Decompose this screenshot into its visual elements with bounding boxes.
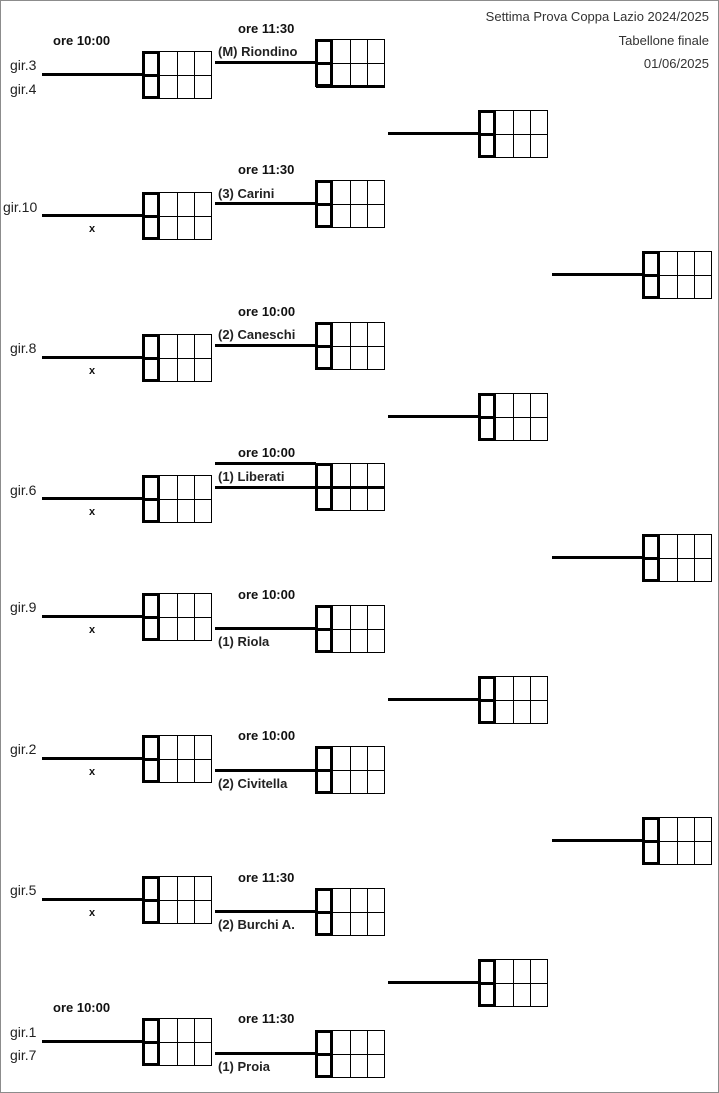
score-box bbox=[315, 39, 385, 87]
score-box bbox=[315, 746, 385, 794]
group-label: gir.9 bbox=[10, 599, 37, 615]
bye-mark: x bbox=[89, 907, 96, 919]
bracket-line bbox=[215, 344, 316, 347]
bracket-line bbox=[215, 486, 385, 489]
bye-mark: x bbox=[89, 223, 96, 235]
score-box bbox=[478, 959, 548, 1007]
bracket-line bbox=[388, 415, 479, 418]
match-time: ore 10:00 bbox=[238, 728, 296, 743]
score-box bbox=[642, 251, 712, 299]
bracket-line bbox=[552, 556, 643, 559]
bye-mark: x bbox=[89, 766, 96, 778]
bracket-line bbox=[42, 757, 143, 760]
match-time: ore 10:00 bbox=[238, 445, 296, 460]
bracket-line bbox=[388, 981, 479, 984]
score-box bbox=[315, 888, 385, 936]
match-time: ore 10:00 bbox=[238, 304, 296, 319]
bracket-line bbox=[42, 356, 143, 359]
match-time: ore 11:30 bbox=[238, 162, 295, 177]
score-box bbox=[478, 393, 548, 441]
group-label: gir.3 bbox=[10, 57, 37, 73]
bracket-line bbox=[42, 615, 143, 618]
match-time: ore 11:30 bbox=[238, 870, 295, 885]
score-box bbox=[315, 605, 385, 653]
bracket-line bbox=[552, 839, 643, 842]
bracket-line bbox=[388, 698, 479, 701]
group-label: gir.1 bbox=[10, 1024, 37, 1040]
bracket-line bbox=[215, 627, 316, 630]
score-box bbox=[142, 334, 212, 382]
seed-player: (2) Civitella bbox=[218, 776, 288, 791]
bracket-line bbox=[388, 132, 479, 135]
bracket-line bbox=[215, 462, 316, 465]
bracket-line bbox=[42, 73, 143, 76]
score-box bbox=[142, 475, 212, 523]
bracket-line bbox=[215, 910, 316, 913]
draw-subtitle: Tabellone finale bbox=[618, 33, 709, 48]
score-box bbox=[142, 876, 212, 924]
score-box bbox=[478, 110, 548, 158]
bracket-line bbox=[42, 497, 143, 500]
score-box bbox=[315, 1030, 385, 1078]
bracket-line bbox=[215, 769, 316, 772]
seed-player: (2) Caneschi bbox=[218, 327, 296, 342]
match-time: ore 10:00 bbox=[53, 33, 111, 48]
score-box bbox=[142, 735, 212, 783]
score-box bbox=[315, 463, 385, 511]
bracket-line bbox=[215, 202, 316, 205]
bracket-line bbox=[215, 61, 316, 64]
group-label: gir.6 bbox=[10, 482, 37, 498]
group-label: gir.2 bbox=[10, 741, 37, 757]
seed-player: (2) Burchi A. bbox=[218, 917, 295, 932]
group-label: gir.7 bbox=[10, 1047, 37, 1063]
seed-player: (1) Riola bbox=[218, 634, 270, 649]
seed-player: (3) Carini bbox=[218, 186, 275, 201]
tournament-title: Settima Prova Coppa Lazio 2024/2025 bbox=[485, 9, 709, 24]
score-box bbox=[142, 51, 212, 99]
seed-player: (1) Proia bbox=[218, 1059, 271, 1074]
bracket-line bbox=[552, 273, 643, 276]
score-box bbox=[315, 322, 385, 370]
seed-player: (1) Liberati bbox=[218, 469, 285, 484]
seed-player: (M) Riondino bbox=[218, 44, 298, 59]
score-box bbox=[142, 593, 212, 641]
group-label: gir.10 bbox=[3, 199, 38, 215]
bracket-line bbox=[42, 1040, 143, 1043]
score-box bbox=[142, 192, 212, 240]
score-box bbox=[478, 676, 548, 724]
bye-mark: x bbox=[89, 365, 96, 377]
bye-mark: x bbox=[89, 624, 96, 636]
score-box bbox=[315, 180, 385, 228]
match-time: ore 10:00 bbox=[53, 1000, 111, 1015]
group-label: gir.5 bbox=[10, 882, 37, 898]
match-time: ore 11:30 bbox=[238, 1011, 295, 1026]
bracket-line bbox=[42, 214, 143, 217]
group-label: gir.8 bbox=[10, 340, 37, 356]
bracket-line bbox=[42, 898, 143, 901]
score-box bbox=[642, 817, 712, 865]
match-time: ore 11:30 bbox=[238, 21, 295, 36]
bracket-line bbox=[215, 1052, 316, 1055]
bye-mark: x bbox=[89, 506, 96, 518]
group-label: gir.4 bbox=[10, 81, 37, 97]
match-time: ore 10:00 bbox=[238, 587, 296, 602]
score-box bbox=[142, 1018, 212, 1066]
score-box bbox=[642, 534, 712, 582]
draw-date: 01/06/2025 bbox=[643, 56, 709, 71]
